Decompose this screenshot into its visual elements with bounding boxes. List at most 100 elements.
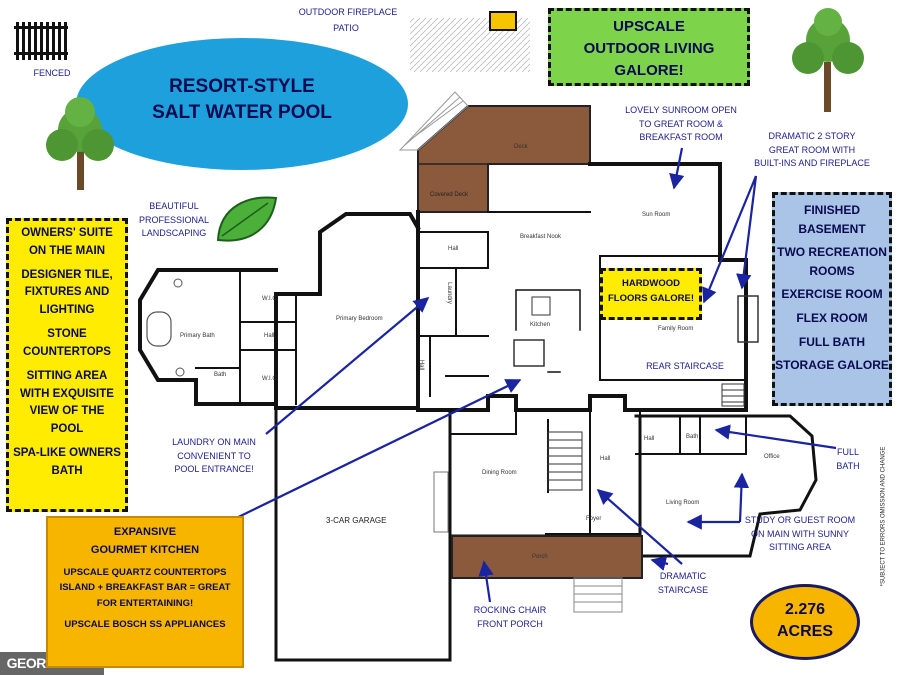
room-breakfast-nook: Breakfast Nook bbox=[520, 234, 562, 240]
text-line: BATH bbox=[836, 460, 860, 471]
text-line: FOR ENTERTAINING! bbox=[96, 597, 194, 609]
cooktop-icon bbox=[531, 296, 551, 316]
text-line: EXERCISE ROOM bbox=[781, 287, 883, 302]
room-office: Office bbox=[764, 454, 780, 460]
study-note: STUDY OR GUEST ROOM ON MAIN WITH SUNNY S… bbox=[734, 514, 866, 555]
room-porch: Porch bbox=[532, 554, 548, 560]
rear-staircase-icon bbox=[721, 383, 745, 407]
room-hall-top: Hall bbox=[448, 246, 459, 252]
text-line: HARDWOOD bbox=[621, 278, 681, 289]
pool-label-line: SALT WATER POOL bbox=[152, 101, 332, 123]
kitchen-callout: EXPANSIVE GOURMET KITCHEN UPSCALE QUARTZ… bbox=[46, 516, 244, 668]
text-line: FULL BATH bbox=[798, 334, 866, 349]
text-line: VIEW OF THE bbox=[29, 405, 105, 418]
text-line: BATH bbox=[51, 464, 83, 477]
text-line: SPA-LIKE OWNERS bbox=[13, 446, 121, 459]
text-line: FLEX ROOM bbox=[796, 310, 868, 325]
text-line: 2.276 bbox=[784, 601, 826, 618]
callout-arrows bbox=[223, 147, 837, 603]
text-line: LAUNDRY ON MAIN bbox=[172, 437, 256, 447]
text-line: GALORE! bbox=[614, 61, 684, 79]
callout-title: GOURMET KITCHEN bbox=[90, 543, 200, 556]
fenced-label: FENCED bbox=[33, 68, 71, 78]
fireplace-builtin bbox=[737, 295, 759, 343]
hardwood-callout: HARDWOOD FLOORS GALORE! bbox=[600, 268, 702, 320]
text-line: UPSCALE QUARTZ COUNTERTOPS bbox=[63, 567, 227, 579]
porch-note: ROCKING CHAIR FRONT PORCH bbox=[460, 604, 560, 631]
fence-icon bbox=[14, 22, 68, 60]
text-line: FLOORS GALORE! bbox=[607, 292, 695, 304]
text-line: DRAMATIC bbox=[659, 571, 707, 581]
room-laundry: Laundry bbox=[445, 282, 452, 304]
text-line: BREAKFAST ROOM bbox=[639, 132, 723, 142]
text-line: FIXTURES AND bbox=[24, 286, 110, 299]
text-line: FULL bbox=[836, 447, 859, 457]
text-line: OUTDOOR LIVING bbox=[583, 39, 715, 57]
text-line: CONVENIENT TO bbox=[177, 450, 251, 461]
kitchen-island bbox=[513, 339, 545, 367]
room-primary-bedroom: Primary Bedroom bbox=[336, 316, 383, 322]
room-bath-suite: Bath bbox=[214, 372, 227, 378]
text-line: LOVELY SUNROOM OPEN bbox=[625, 105, 737, 115]
text-line: STONE bbox=[47, 328, 87, 341]
great-room-note: DRAMATIC 2 STORY GREAT ROOM WITH BUILT-I… bbox=[742, 130, 882, 171]
text-line: TWO RECREATION bbox=[777, 245, 887, 260]
room-pantry: Hall bbox=[418, 359, 425, 371]
text-line: LANDSCAPING bbox=[141, 228, 207, 238]
text-line: DESIGNER TILE, bbox=[21, 268, 113, 281]
window bbox=[433, 471, 449, 533]
text-line: BUILT-INS AND FIREPLACE bbox=[754, 158, 870, 168]
full-bath-note: FULL BATH bbox=[820, 446, 876, 473]
outdoor-living-callout: UPSCALE OUTDOOR LIVING GALORE! bbox=[548, 8, 750, 86]
bathtub-icon bbox=[146, 311, 172, 347]
text-line: STORAGE GALORE bbox=[775, 358, 889, 373]
text-line: SITTING AREA bbox=[26, 369, 108, 382]
text-line: ACRES bbox=[776, 622, 833, 640]
room-family-room: Family Room bbox=[658, 326, 694, 332]
sink-icon bbox=[173, 278, 183, 288]
text-line: BEAUTIFUL bbox=[149, 201, 199, 211]
room-hall-small: Hall bbox=[644, 436, 655, 442]
deck-area bbox=[417, 105, 591, 213]
tree-icon bbox=[792, 8, 864, 112]
landscaping-label: BEAUTIFUL PROFESSIONAL LANDSCAPING bbox=[124, 200, 224, 241]
room-wic-2: W.I.C. bbox=[262, 376, 279, 382]
disclaimer: *SUBJECT TO ERRORS OMISSION AND CHANGE bbox=[880, 446, 887, 587]
text-line: COUNTERTOPS bbox=[23, 345, 111, 358]
owners-suite-callout: OWNERS' SUITE ON THE MAIN DESIGNER TILE,… bbox=[6, 218, 128, 512]
text-line: ROOMS bbox=[809, 263, 855, 278]
porch-steps bbox=[573, 577, 623, 613]
callout-title: OWNERS' SUITE bbox=[21, 227, 113, 239]
room-dining-room: Dining Room bbox=[482, 470, 517, 476]
room-kitchen: Kitchen bbox=[530, 322, 551, 328]
callout-title: FINISHED bbox=[803, 203, 860, 217]
patio-label: PATIO bbox=[333, 23, 359, 33]
room-deck: Deck bbox=[514, 144, 528, 150]
room-living-room: Living Room bbox=[666, 500, 700, 506]
laundry-note: LAUNDRY ON MAIN CONVENIENT TO POOL ENTRA… bbox=[154, 436, 274, 477]
room-covered-deck: Covered Deck bbox=[430, 192, 469, 198]
room-sun-room: Sun Room bbox=[642, 212, 671, 218]
room-foyer: Foyer bbox=[586, 516, 602, 522]
text-line: PROFESSIONAL bbox=[138, 214, 210, 225]
text-line: TO GREAT ROOM & bbox=[638, 118, 723, 129]
text-line: ON MAIN WITH SUNNY bbox=[751, 528, 849, 539]
text-line: LIGHTING bbox=[39, 304, 95, 317]
text-line: UPSCALE BOSCH SS APPLIANCES bbox=[64, 618, 226, 630]
outdoor-fireplace-label: OUTDOOR FIREPLACE bbox=[298, 7, 398, 17]
sink-icon bbox=[175, 367, 185, 377]
room-primary-bath: Primary Bath bbox=[180, 333, 215, 339]
text-line: SITTING AREA bbox=[768, 542, 831, 552]
pool-label-line: RESORT-STYLE bbox=[169, 76, 315, 97]
text-line: POOL ENTRANCE! bbox=[174, 464, 254, 474]
text-line: ISLAND + BREAKFAST BAR = GREAT bbox=[59, 582, 231, 594]
callout-title: BASEMENT bbox=[798, 221, 866, 236]
text-line: STUDY OR GUEST ROOM bbox=[744, 515, 856, 525]
staircase-note: DRAMATIC STAIRCASE bbox=[648, 570, 718, 597]
acres-badge: 2.276 ACRES bbox=[750, 584, 860, 660]
callout-title: EXPANSIVE bbox=[113, 526, 177, 538]
text-line: FRONT PORCH bbox=[477, 618, 543, 629]
text-line: WITH EXQUISITE bbox=[20, 387, 114, 400]
room-bath-small: Bath bbox=[686, 434, 699, 440]
room-hall-suite: Hall bbox=[264, 333, 275, 339]
